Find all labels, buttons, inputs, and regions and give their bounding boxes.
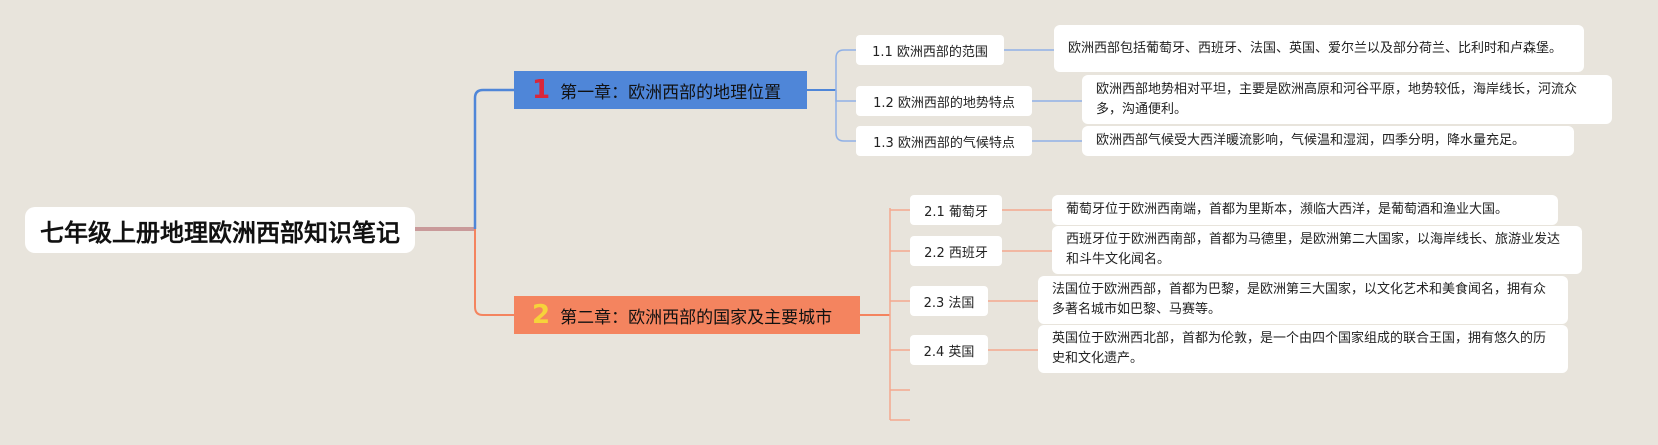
note-2-4[interactable]: 英国位于欧洲西北部，首都为伦敦，是一个由四个国家组成的联合王国，拥有悠久的历史和… xyxy=(1038,325,1568,373)
topic-label: 2.2 西班牙 xyxy=(924,245,988,261)
note-1-1[interactable]: 欧洲西部包括葡萄牙、西班牙、法国、英国、爱尔兰以及部分荷兰、比利时和卢森堡。 xyxy=(1054,25,1584,72)
topic-1-3[interactable]: 1.3 欧洲西部的气候特点 xyxy=(856,126,1032,156)
topic-label: 2.4 英国 xyxy=(923,344,975,360)
topic-label: 1.2 欧洲西部的地势特点 xyxy=(873,95,1015,111)
note-text: 法国位于欧洲西部，首都为巴黎，是欧洲第三大国家，以文化艺术和美食闻名，拥有众多著… xyxy=(1052,282,1547,317)
note-1-2[interactable]: 欧洲西部地势相对平坦，主要是欧洲高原和河谷平原，地势较低，海岸线长，河流众多，沟… xyxy=(1082,75,1612,124)
topic-1-1[interactable]: 1.1 欧洲西部的范围 xyxy=(856,35,1004,65)
note-text: 西班牙位于欧洲西南部，首都为马德里，是欧洲第二大国家，以海岸线长、旅游业发达和斗… xyxy=(1066,232,1561,267)
topic-1-2[interactable]: 1.2 欧洲西部的地势特点 xyxy=(856,86,1032,116)
chapter-1-number: 1 xyxy=(532,75,551,105)
chapter-1-title: 第一章：欧洲西部的地理位置 xyxy=(560,82,782,103)
note-2-3[interactable]: 法国位于欧洲西部，首都为巴黎，是欧洲第三大国家，以文化艺术和美食闻名，拥有众多著… xyxy=(1038,276,1568,324)
topic-2-3[interactable]: 2.3 法国 xyxy=(910,286,988,316)
chapter-2-topic[interactable]: 2 第二章：欧洲西部的国家及主要城市 xyxy=(514,296,860,334)
topic-2-4[interactable]: 2.4 英国 xyxy=(910,335,988,365)
topic-2-1[interactable]: 2.1 葡萄牙 xyxy=(910,195,1002,225)
chapter-2-title: 第二章：欧洲西部的国家及主要城市 xyxy=(560,307,833,328)
topic-label: 2.3 法国 xyxy=(923,295,975,311)
note-text: 葡萄牙位于欧洲西南端，首都为里斯本，濒临大西洋，是葡萄酒和渔业大国。 xyxy=(1066,202,1509,217)
chapter-2-number: 2 xyxy=(532,300,551,330)
note-text: 欧洲西部地势相对平坦，主要是欧洲高原和河谷平原，地势较低，海岸线长，河流众多，沟… xyxy=(1096,81,1578,117)
topic-label: 1.1 欧洲西部的范围 xyxy=(872,44,988,60)
topic-2-2[interactable]: 2.2 西班牙 xyxy=(910,236,1002,266)
note-1-3[interactable]: 欧洲西部气候受大西洋暖流影响，气候温和湿润，四季分明，降水量充足。 xyxy=(1082,126,1574,156)
root-title: 七年级上册地理欧洲西部知识笔记 xyxy=(40,218,400,247)
topic-label: 1.3 欧洲西部的气候特点 xyxy=(873,135,1015,151)
topic-label: 2.1 葡萄牙 xyxy=(924,204,988,220)
note-2-2[interactable]: 西班牙位于欧洲西南部，首都为马德里，是欧洲第二大国家，以海岸线长、旅游业发达和斗… xyxy=(1052,226,1582,274)
chapter-1-topic[interactable]: 1 第一章：欧洲西部的地理位置 xyxy=(514,71,807,109)
note-text: 欧洲西部气候受大西洋暖流影响，气候温和湿润，四季分明，降水量充足。 xyxy=(1096,133,1526,148)
note-text: 欧洲西部包括葡萄牙、西班牙、法国、英国、爱尔兰以及部分荷兰、比利时和卢森堡。 xyxy=(1068,40,1563,56)
note-2-1[interactable]: 葡萄牙位于欧洲西南端，首都为里斯本，濒临大西洋，是葡萄酒和渔业大国。 xyxy=(1052,195,1558,225)
note-text: 英国位于欧洲西北部，首都为伦敦，是一个由四个国家组成的联合王国，拥有悠久的历史和… xyxy=(1052,331,1547,366)
root-topic[interactable]: 七年级上册地理欧洲西部知识笔记 xyxy=(25,207,415,253)
